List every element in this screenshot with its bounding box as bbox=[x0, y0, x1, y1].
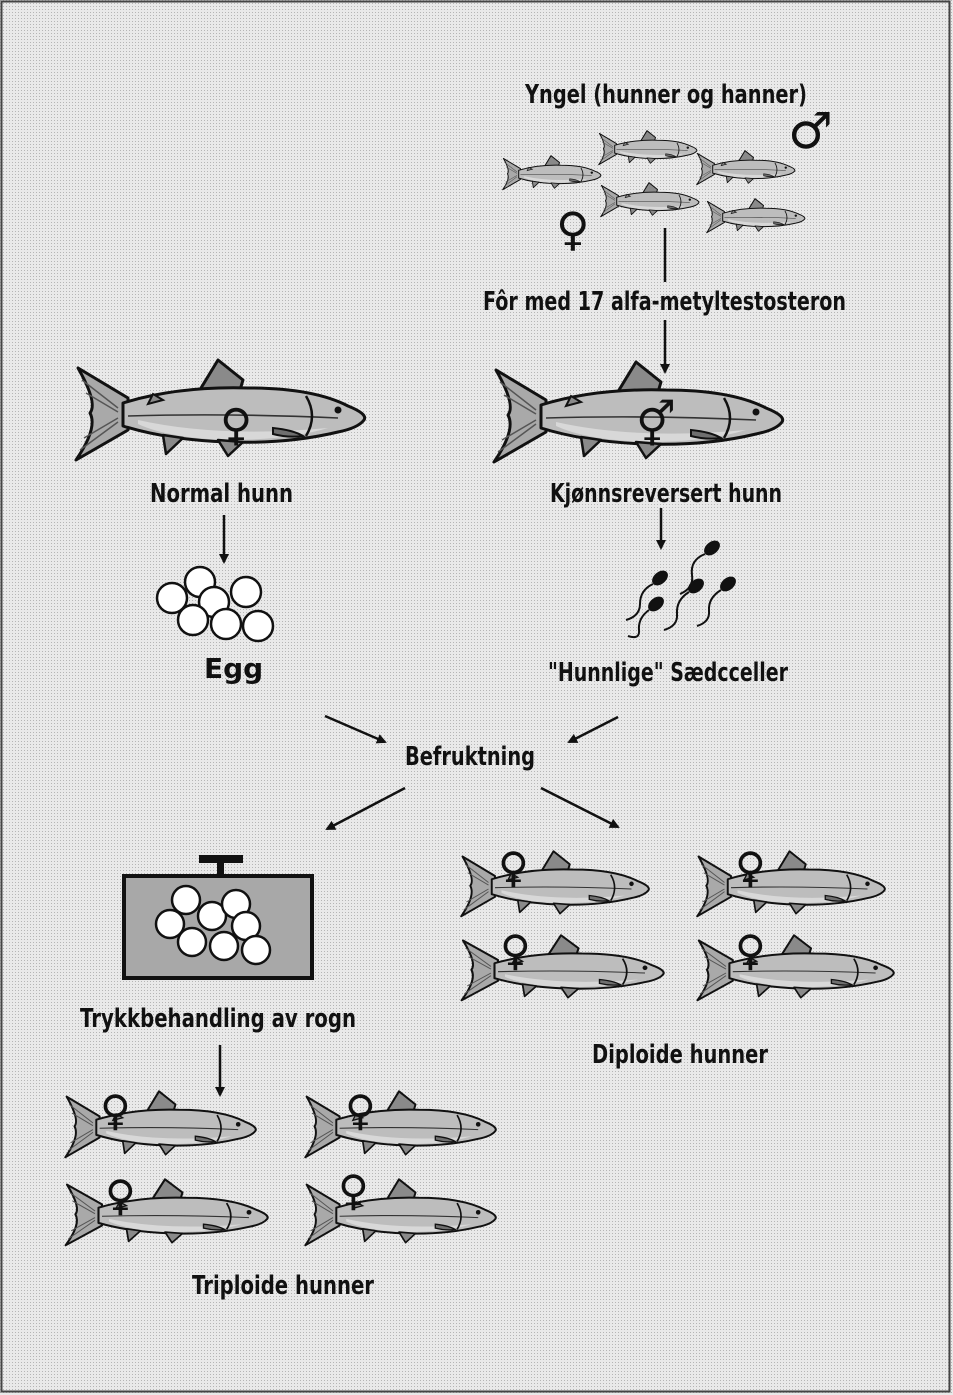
female-male-symbol-icon: ⚥ bbox=[636, 399, 676, 451]
female-symbol-icon: ♀ bbox=[498, 843, 529, 892]
female-symbol-icon: ♀ bbox=[338, 1166, 369, 1215]
egg bbox=[231, 577, 261, 607]
label-fertilization: Befruktning bbox=[405, 742, 535, 772]
female-symbol-icon: ♀ bbox=[735, 843, 766, 892]
egg bbox=[178, 605, 208, 635]
egg bbox=[211, 609, 241, 639]
label-yngel: Yngel (hunner og hanner) bbox=[524, 80, 807, 110]
female-symbol-icon: ♀ bbox=[105, 1171, 136, 1220]
label-reversed-female: Kjønnsreversert hunn bbox=[550, 479, 782, 509]
female-symbol-icon: ♀ bbox=[556, 202, 590, 256]
label-sperm: "Hunnlige" Sædcceller bbox=[548, 658, 788, 688]
male-symbol-icon: ♂ bbox=[788, 102, 833, 160]
female-symbol-icon: ♀ bbox=[345, 1086, 376, 1135]
female-symbol-icon: ♀ bbox=[100, 1086, 131, 1135]
female-symbol-icon: ♀ bbox=[735, 926, 766, 975]
label-diploid: Diploide hunner bbox=[592, 1040, 768, 1070]
label-triploid: Triploide hunner bbox=[192, 1271, 374, 1301]
label-pressure: Trykkbehandling av rogn bbox=[80, 1004, 356, 1034]
female-symbol-icon: ♀ bbox=[220, 400, 252, 451]
female-symbol-icon: ♀ bbox=[500, 926, 531, 975]
label-normal-female: Normal hunn bbox=[150, 479, 293, 509]
label-feed: Fôr med 17 alfa-metyltestosteron bbox=[483, 287, 846, 317]
egg bbox=[243, 611, 273, 641]
label-egg: Egg bbox=[204, 652, 263, 685]
